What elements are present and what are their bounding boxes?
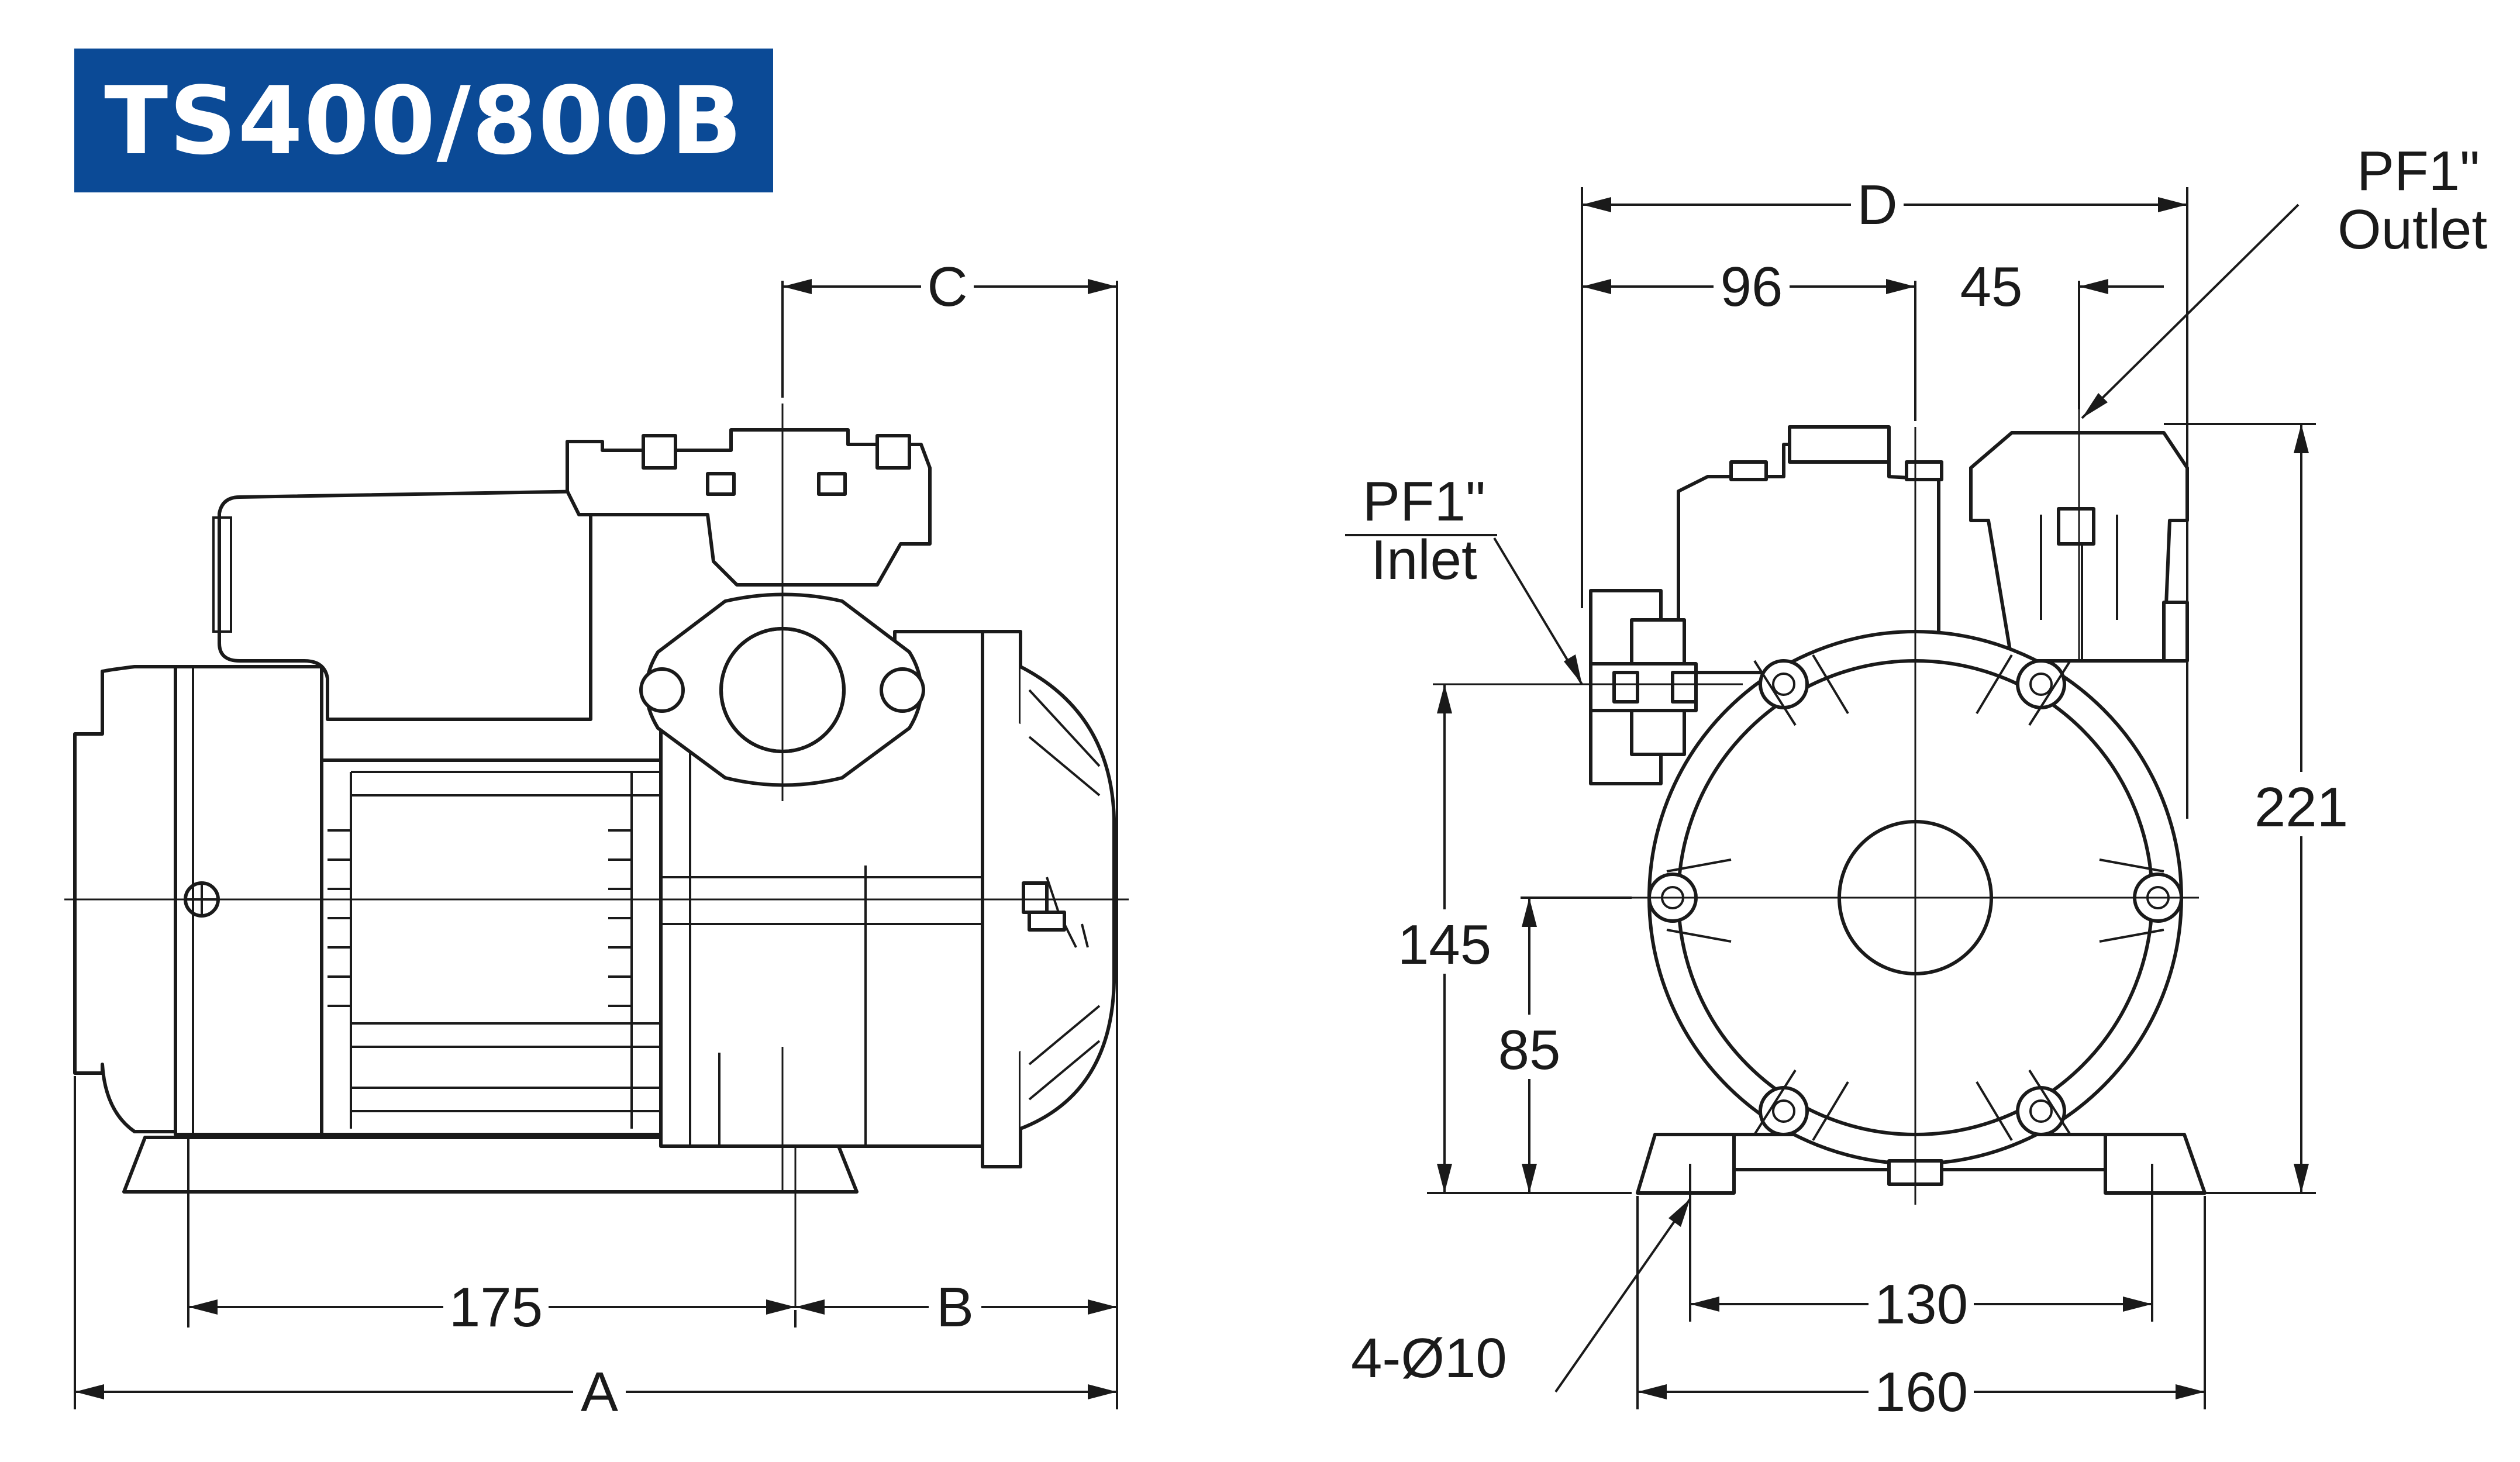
- dimension-labels: 175 B A C D 96 45 PF1" Outlet PF1" Inlet…: [443, 140, 2487, 1423]
- side-stator-body: [320, 758, 663, 1136]
- label-160: 160: [1874, 1361, 1968, 1423]
- label-130: 130: [1874, 1273, 1968, 1336]
- front-view: [1433, 409, 2207, 1205]
- label-outlet-size: PF1": [2357, 140, 2480, 202]
- label-d: D: [1857, 174, 1897, 236]
- label-b: B: [936, 1276, 974, 1339]
- front-base: [1636, 1133, 1736, 1195]
- label-96: 96: [1721, 256, 1783, 318]
- label-221: 221: [2254, 776, 2348, 839]
- label-inlet-size: PF1": [1363, 470, 1485, 533]
- side-terminal-box: [218, 489, 592, 721]
- side-stator-fins: [328, 771, 661, 1129]
- label-mounting-holes: 4-Ø10: [1351, 1327, 1507, 1389]
- label-outlet: Outlet: [2338, 198, 2487, 261]
- model-title-box: TS400/800B: [74, 49, 773, 192]
- label-85: 85: [1498, 1019, 1561, 1081]
- label-c: C: [927, 256, 967, 318]
- label-a: A: [581, 1361, 618, 1423]
- label-45: 45: [1960, 256, 2023, 318]
- side-base-plate: [122, 1136, 859, 1194]
- side-view: [64, 404, 1129, 1307]
- label-175: 175: [449, 1276, 543, 1339]
- label-inlet: Inlet: [1371, 529, 1477, 591]
- model-title: TS400/800B: [104, 65, 743, 175]
- label-145: 145: [1398, 913, 1491, 976]
